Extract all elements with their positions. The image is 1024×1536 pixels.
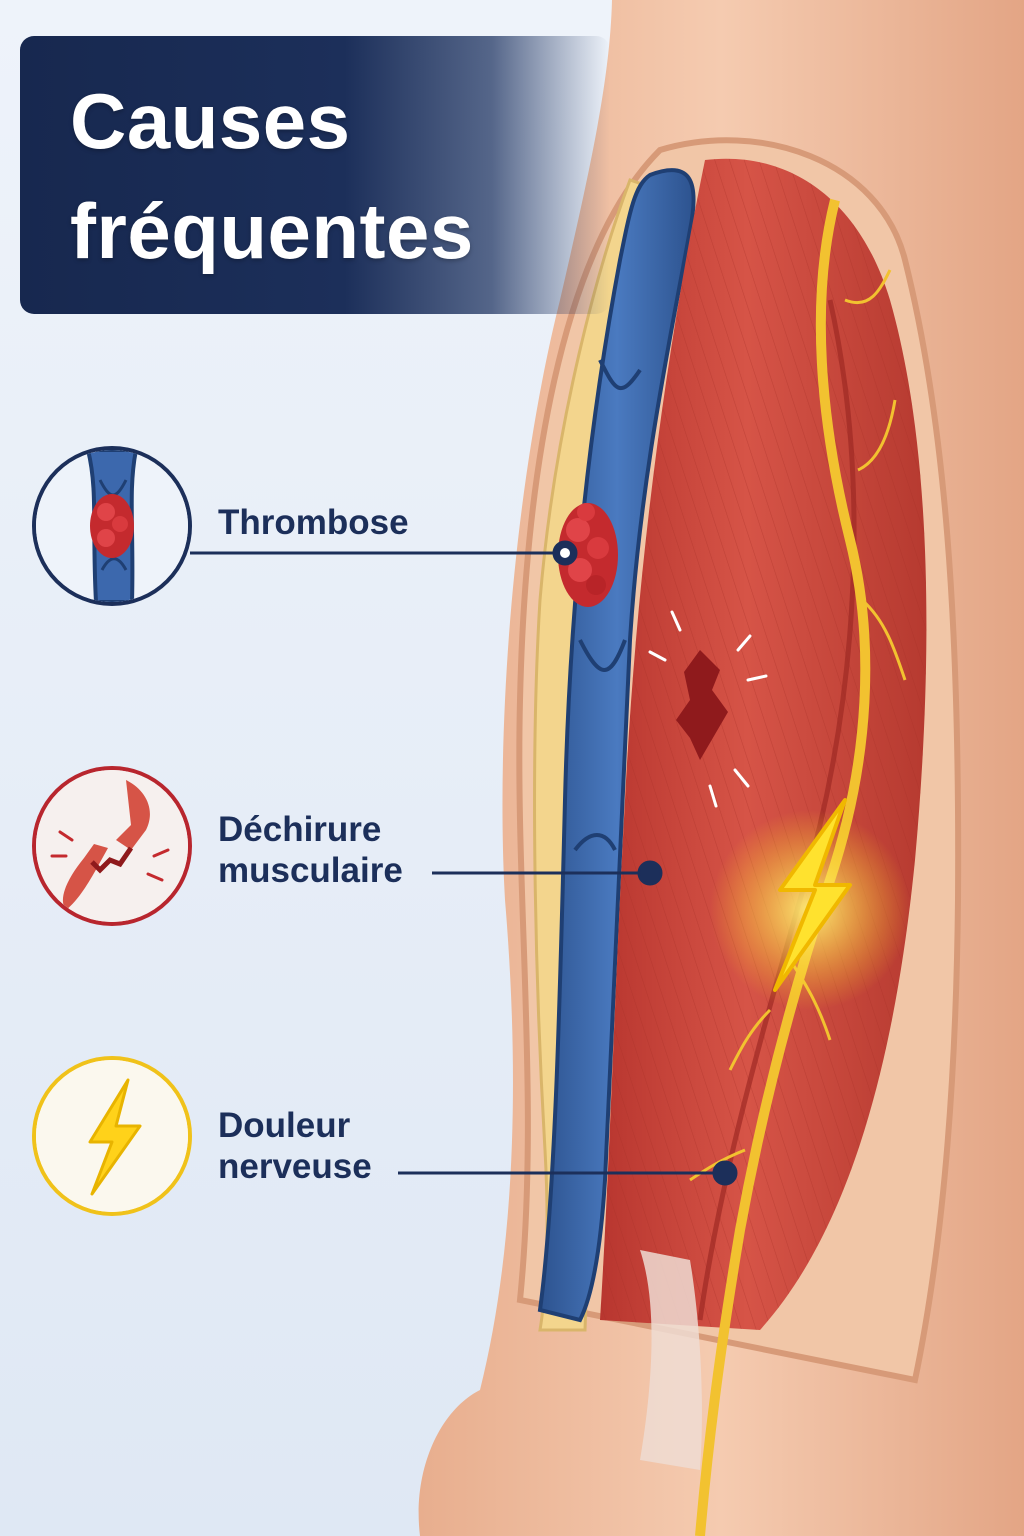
- label-muscle-tear: Déchirure musculaire: [218, 810, 403, 890]
- lightning-bolt-icon: [32, 1056, 192, 1216]
- muscle-tear: [648, 610, 768, 808]
- torn-muscle-icon: [32, 766, 192, 926]
- title-banner: [20, 36, 610, 314]
- blood-clot-icon: [32, 446, 192, 606]
- vein: [537, 168, 696, 1323]
- page-title-line-1: Causes: [70, 77, 351, 165]
- label-thrombosis: Thrombose: [218, 503, 409, 542]
- label-nerve-pain: Douleur nerveuse: [218, 1106, 372, 1186]
- nerve-lightning: [710, 798, 910, 1010]
- leader-lines: [190, 540, 738, 1186]
- blood-clot: [558, 503, 618, 607]
- achilles-tendon: [640, 1250, 702, 1470]
- page-title-line-2: fréquentes: [70, 187, 474, 275]
